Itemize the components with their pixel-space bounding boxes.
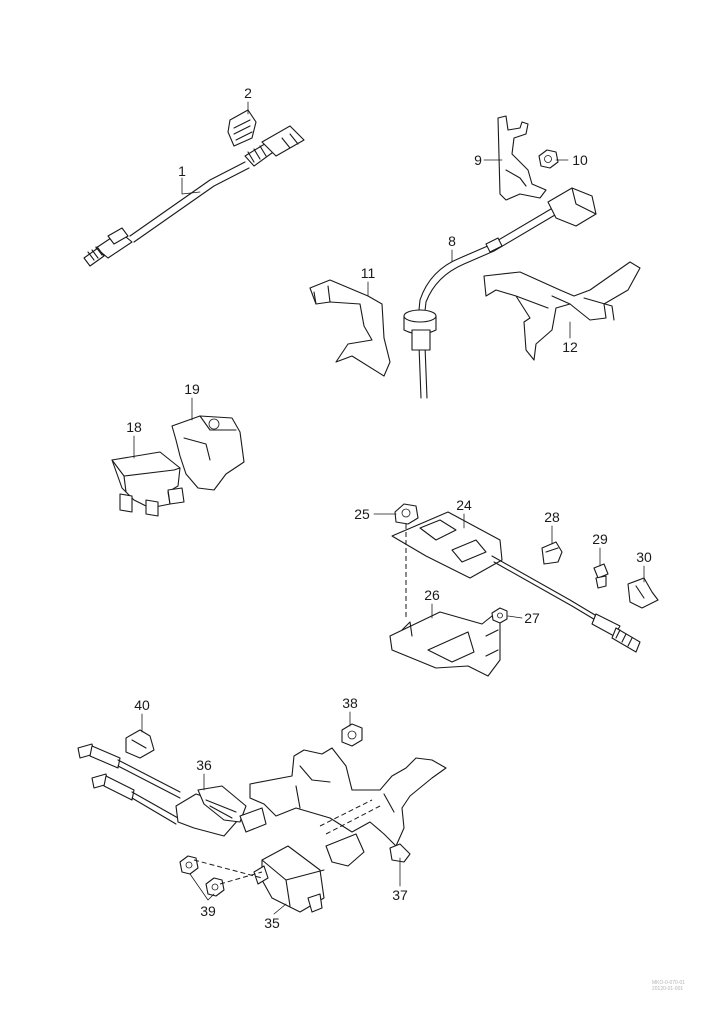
part-9-bracket[interactable]	[497, 115, 547, 201]
callout-10: 10	[572, 152, 588, 168]
callout-25: 25	[354, 506, 370, 522]
callout-26: 26	[424, 587, 440, 603]
part-11-holder[interactable]	[309, 279, 391, 377]
callout-30: 30	[636, 549, 652, 565]
part-26-bracket[interactable]	[389, 611, 501, 677]
part-24-control-unit[interactable]	[391, 511, 641, 653]
watermark-line-1: MKO-0-070-01	[652, 980, 685, 986]
part-37-bracket[interactable]	[249, 747, 447, 867]
callout-39: 39	[200, 903, 216, 919]
part-2-clip[interactable]	[227, 109, 257, 147]
part-25-nut[interactable]	[394, 503, 419, 620]
callout-37: 37	[392, 887, 408, 903]
part-1-lambda-sensor[interactable]	[83, 125, 305, 267]
callout-18: 18	[126, 419, 142, 435]
callout-8: 8	[448, 233, 456, 249]
part-40-holder[interactable]	[125, 729, 155, 759]
watermark: MKO-0-070-01 20120-01-001	[652, 980, 685, 992]
part-12-holder[interactable]	[483, 261, 641, 361]
callout-11: 11	[361, 265, 376, 281]
part-39-nuts[interactable]	[179, 855, 263, 897]
part-38-nut[interactable]	[341, 723, 363, 747]
part-8-temperature-sensor[interactable]	[403, 187, 597, 399]
callout-12: 12	[562, 339, 578, 355]
callout-28: 28	[544, 509, 560, 525]
callout-labels: 1 2 8 9 10 11 12 18 19 24 25 26 27 28 29…	[126, 85, 652, 931]
callout-1: 1	[178, 163, 186, 179]
callout-9: 9	[474, 152, 482, 168]
callout-29: 29	[592, 531, 608, 547]
part-30-holder[interactable]	[627, 577, 659, 609]
callout-24: 24	[456, 497, 472, 513]
callout-2: 2	[244, 85, 252, 101]
callout-38: 38	[342, 695, 358, 711]
callout-40: 40	[134, 697, 150, 713]
part-19-bracket[interactable]	[171, 415, 245, 491]
leader-lines	[133, 101, 645, 915]
part-36-control-unit[interactable]	[77, 743, 267, 837]
watermark-line-2: 20120-01-001	[652, 986, 683, 992]
callout-36: 36	[196, 757, 212, 773]
part-28-grommet[interactable]	[541, 541, 563, 565]
callout-19: 19	[184, 381, 200, 397]
part-35-control-unit[interactable]	[253, 845, 325, 913]
part-18-pressure-sensor[interactable]	[111, 451, 185, 517]
callout-35: 35	[264, 915, 280, 931]
part-29-clip[interactable]	[593, 563, 609, 589]
part-10-nut[interactable]	[538, 149, 559, 169]
callout-27: 27	[524, 610, 540, 626]
part-27-nut[interactable]	[491, 607, 508, 624]
